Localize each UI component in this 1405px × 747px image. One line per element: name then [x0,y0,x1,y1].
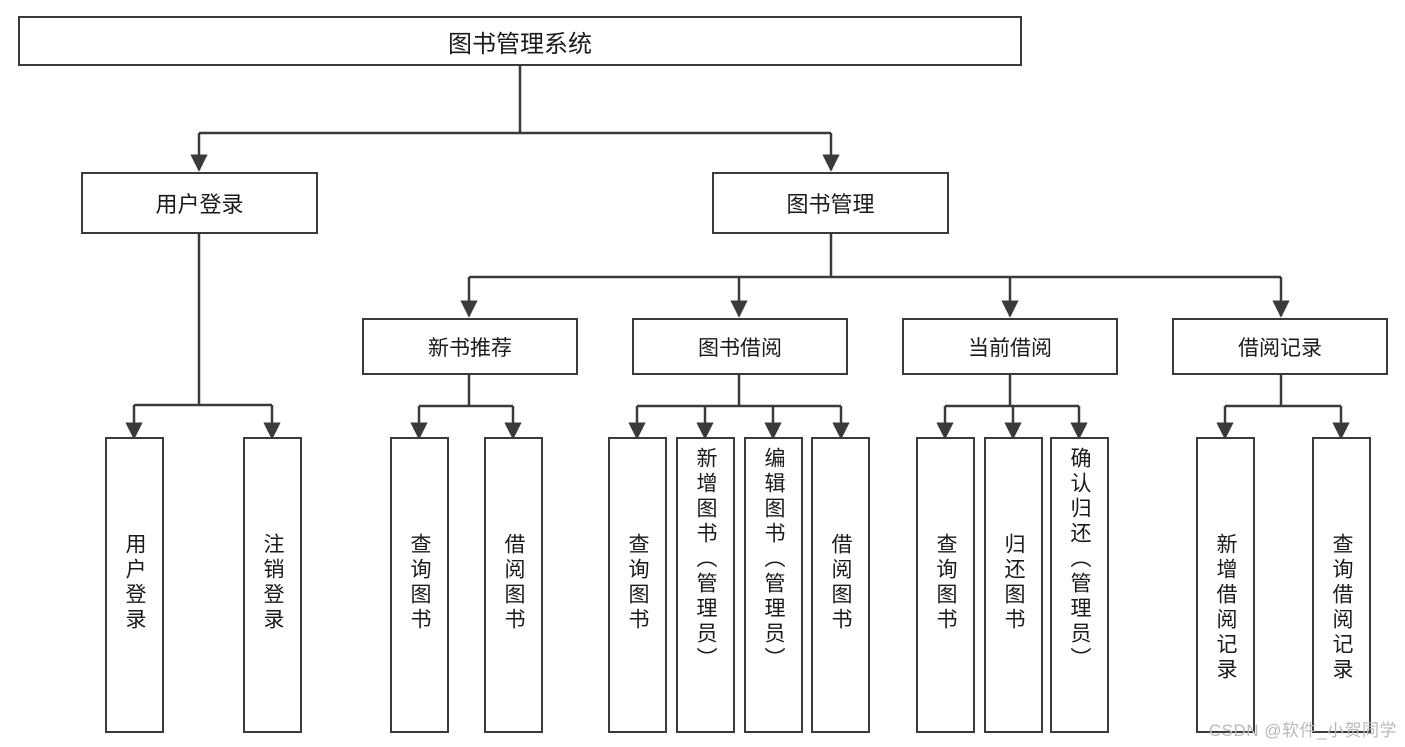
leaf-new-book-borrow[interactable]: 借阅图书 [484,437,543,733]
leaf-label: 归还图书 [1002,533,1025,633]
node-book-management[interactable]: 图书管理 [712,172,949,234]
leaf-book-borrow-add[interactable]: 新增图书（管理员） [676,437,735,733]
node-book-borrow[interactable]: 图书借阅 [632,318,848,375]
leaf-label: 用户登录 [123,533,146,633]
leaf-label: 新增借阅记录 [1214,533,1237,683]
leaf-label: 注销登录 [261,533,284,633]
node-root[interactable]: 图书管理系统 [18,16,1022,66]
leaf-label: 查询借阅记录 [1330,533,1353,683]
leaf-current-borrow-return[interactable]: 归还图书 [984,437,1043,733]
leaf-label: 查询图书 [626,533,649,633]
leaf-current-borrow-query[interactable]: 查询图书 [916,437,975,733]
leaf-label: 借阅图书 [502,533,525,633]
leaf-label: 查询图书 [408,533,431,633]
leaf-book-borrow-query[interactable]: 查询图书 [608,437,667,733]
node-user-login[interactable]: 用户登录 [81,172,318,234]
leaf-label: 查询图书 [934,533,957,633]
leaf-label: 新增图书（管理员） [694,447,717,672]
leaf-borrow-record-add[interactable]: 新增借阅记录 [1196,437,1255,733]
leaf-new-book-query[interactable]: 查询图书 [390,437,449,733]
leaf-label: 确认归还（管理员） [1068,447,1091,672]
node-new-book-recommend[interactable]: 新书推荐 [362,318,578,375]
node-borrow-record[interactable]: 借阅记录 [1172,318,1388,375]
leaf-label: 借阅图书 [829,533,852,633]
leaf-borrow-record-query[interactable]: 查询借阅记录 [1312,437,1371,733]
node-current-borrow[interactable]: 当前借阅 [902,318,1118,375]
leaf-user-login-logout[interactable]: 注销登录 [243,437,302,733]
leaf-label: 编辑图书（管理员） [762,447,785,672]
leaf-user-login-login[interactable]: 用户登录 [105,437,164,733]
leaf-book-borrow-edit[interactable]: 编辑图书（管理员） [744,437,803,733]
leaf-book-borrow-borrow[interactable]: 借阅图书 [811,437,870,733]
leaf-current-borrow-confirm[interactable]: 确认归还（管理员） [1050,437,1109,733]
csdn-watermark: CSDN @软件_小贺同学 [1208,721,1397,740]
